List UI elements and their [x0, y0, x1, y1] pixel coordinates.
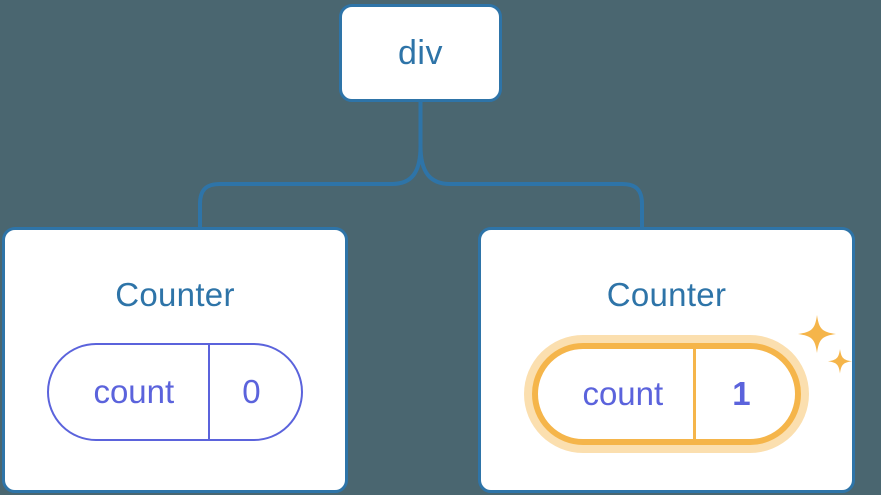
sparkles-group [797, 315, 852, 374]
node-counter-left[interactable]: Counter count 0 [2, 227, 348, 493]
node-counter-left-title: Counter [115, 276, 235, 313]
state-pill-wrap-right: count 1 [532, 315, 852, 445]
state-key-left: count [93, 373, 175, 410]
state-value-left: 0 [208, 345, 300, 439]
state-pill-left[interactable]: count 0 [47, 343, 303, 441]
node-counter-right[interactable]: Counter count 1 [478, 227, 855, 493]
sparkle-large-icon [797, 315, 836, 353]
state-pill-right[interactable]: count 1 [532, 343, 801, 445]
node-div[interactable]: div [339, 4, 502, 102]
sparkle-small-icon [827, 349, 852, 374]
state-value-right: 1 [693, 349, 794, 439]
node-counter-right-title: Counter [606, 276, 727, 313]
state-key-right: count [582, 375, 664, 412]
connector-to-right-counter [418, 144, 644, 229]
state-pill-wrap-left: count 0 [47, 343, 303, 441]
node-div-label: div [398, 34, 443, 72]
connector-to-left-counter [198, 144, 423, 229]
